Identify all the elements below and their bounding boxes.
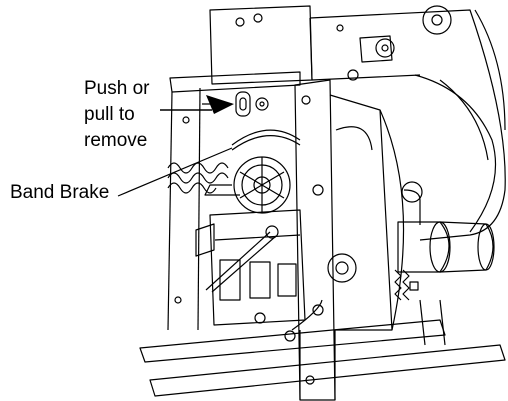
band-brake <box>231 129 301 151</box>
base-frame <box>139 299 506 400</box>
spider-gear <box>204 156 291 214</box>
lower-gearbox <box>195 209 306 326</box>
chain <box>394 269 419 301</box>
band-brake-leader <box>117 147 233 197</box>
push-pull-callout: Push or pull to remove <box>84 76 149 154</box>
left-frame <box>167 71 301 331</box>
motor-cylinder <box>397 181 495 273</box>
push-pull-line-2: pull to <box>84 104 135 125</box>
push-pull-pin <box>235 91 269 117</box>
lever-arm <box>205 225 279 293</box>
upper-plate <box>209 5 395 85</box>
spring-coil <box>167 162 229 194</box>
push-pull-line-3: remove <box>84 130 148 151</box>
band-brake-callout: Band Brake <box>10 182 110 203</box>
push-pull-arrow <box>160 95 234 114</box>
brake-disc <box>327 94 405 331</box>
drum-housing <box>309 5 506 241</box>
push-pull-line-1: Push or <box>84 78 150 99</box>
